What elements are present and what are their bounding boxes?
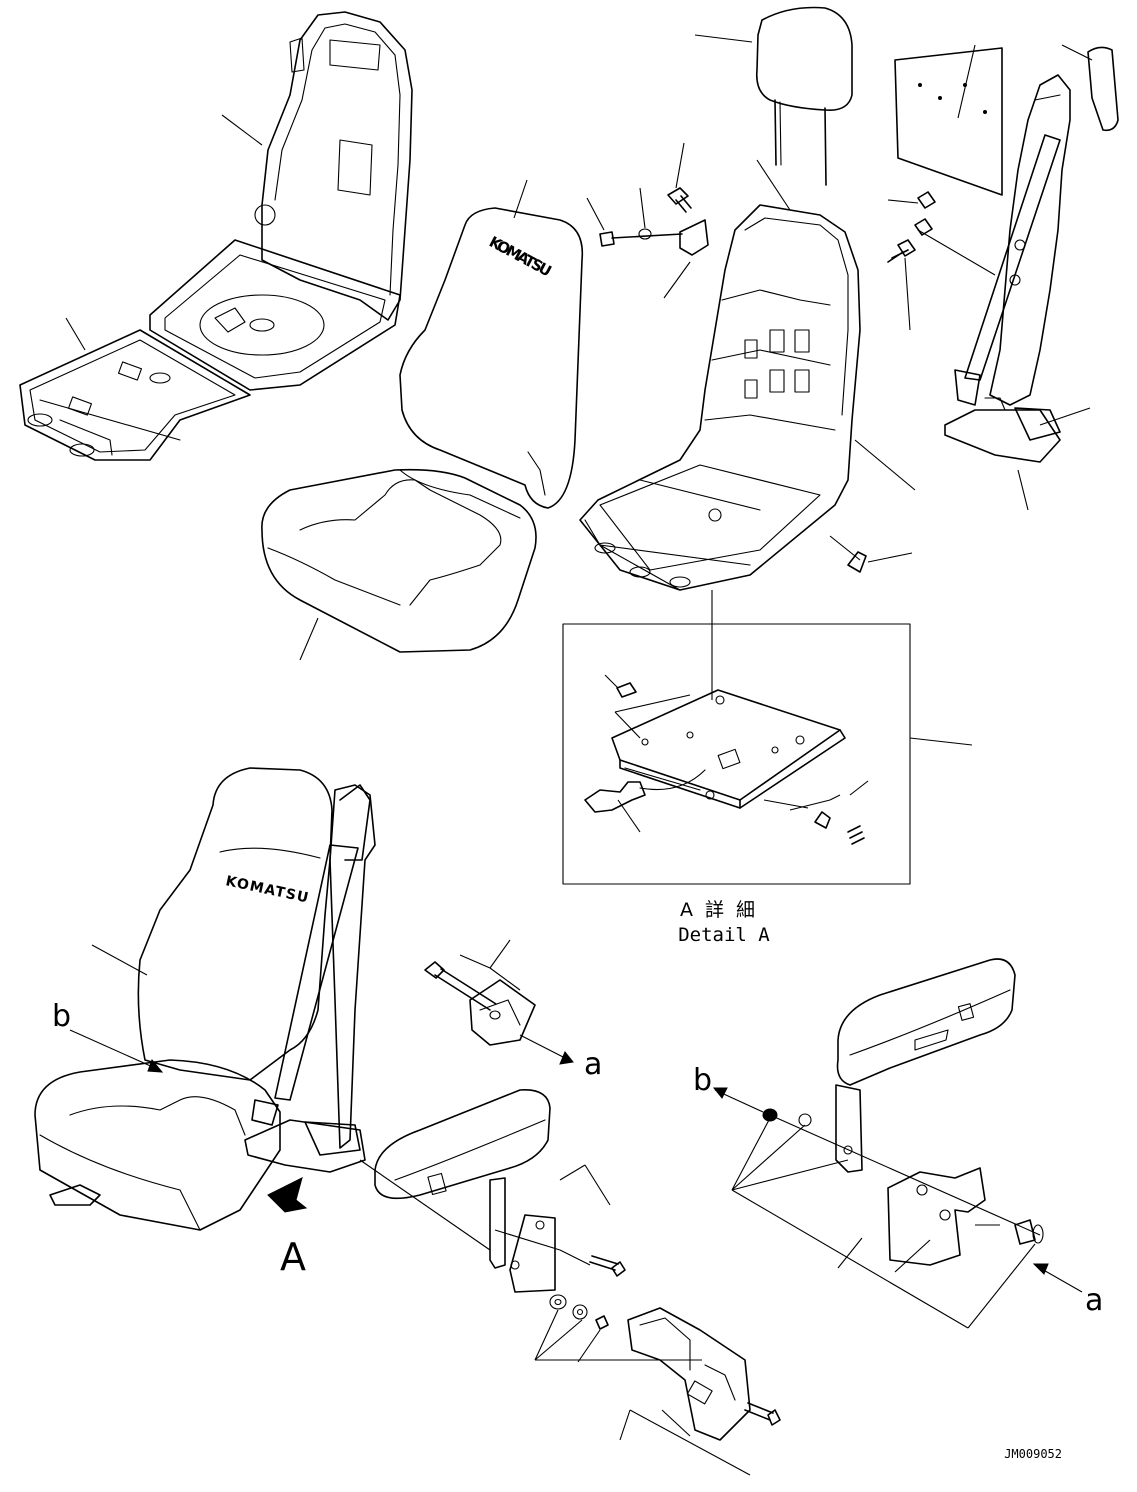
drawing-number: JM009052: [1004, 1447, 1062, 1461]
seat-belt-assembly: [894, 46, 1119, 463]
komatsu-logo-backrest: KOMATSU: [486, 233, 554, 281]
label-a-center: a: [584, 1047, 602, 1082]
complete-seat-assembly: KOMATSU: [34, 767, 376, 1231]
detail-a-slider-plate: [584, 682, 865, 845]
latch-assembly-bottom: [627, 1307, 781, 1441]
seat-cushion: [261, 468, 537, 653]
seat-center-assembly: [579, 204, 916, 591]
armrest-left: [374, 1089, 626, 1330]
seat-frame-assembly: [19, 11, 413, 461]
label-b-left: b: [52, 999, 71, 1034]
view-arrow-label: A: [280, 1235, 306, 1279]
latch-assembly-a: [424, 961, 536, 1046]
detail-a-frame: [562, 623, 911, 885]
detail-a-japanese-label: A 詳 細: [680, 899, 758, 921]
detail-a-english-label: Detail A: [678, 924, 770, 946]
komatsu-logo-seat: KOMATSU: [224, 873, 309, 906]
headrest: [755, 6, 853, 186]
label-a-right: a: [1085, 1283, 1103, 1318]
fastener-parts-top: [599, 187, 709, 256]
backrest-cushion: KOMATSU: [399, 207, 584, 509]
armrest-right: [762, 958, 1044, 1266]
label-b-right: b: [693, 1063, 712, 1098]
